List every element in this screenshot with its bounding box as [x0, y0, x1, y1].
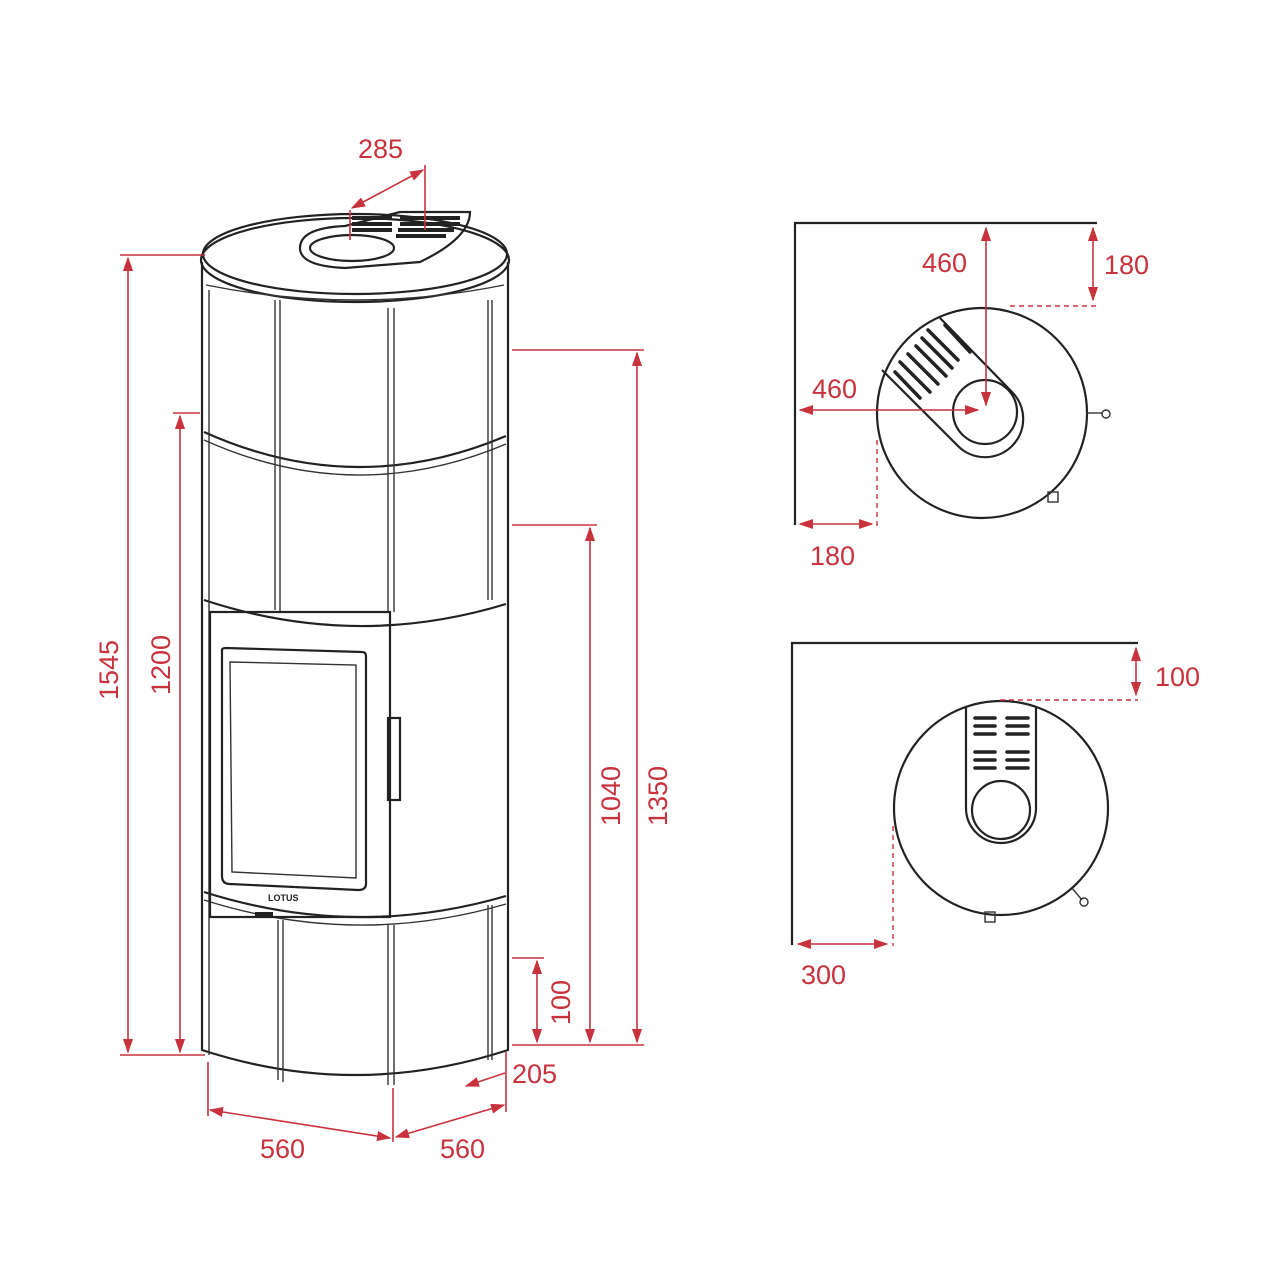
- stove-front-view: LOTUS: [199, 210, 511, 1085]
- dim-560-left-line: [208, 1107, 392, 1141]
- flue-collar: [308, 233, 396, 263]
- grille-plan-2: [973, 716, 1030, 770]
- brand-logo: LOTUS: [268, 893, 299, 903]
- panel-seam-1b: [203, 439, 507, 476]
- dim-560-left-label: 560: [260, 1134, 305, 1164]
- corner-install-plan: 460 460 180 180: [793, 221, 1149, 571]
- handle-knob-plan: [1101, 409, 1111, 419]
- flue-collar-plan: [951, 378, 1019, 446]
- panel-seam-3b: [203, 899, 507, 926]
- panel-seam-1: [203, 430, 507, 469]
- dim-100-back-label: 100: [1155, 662, 1200, 692]
- panel-seam-3: [203, 890, 507, 919]
- dim-100-label: 100: [546, 980, 576, 1025]
- flue-collar-plan-2: [970, 779, 1032, 841]
- panel-verticals-upper: [208, 290, 493, 1055]
- stove-door: [208, 610, 392, 919]
- dim-560-ext: [207, 1052, 507, 1142]
- door-handle: [386, 716, 402, 802]
- install-walls: [790, 641, 1138, 945]
- dim-300-side-label: 300: [801, 960, 846, 990]
- dim-285-label: 285: [358, 134, 403, 164]
- dim-205-label: 205: [512, 1059, 557, 1089]
- dim-1350-ext: [512, 349, 644, 1046]
- dim-285-ext: [349, 165, 426, 240]
- ash-lever: [255, 912, 273, 918]
- dim-1545-ext: [120, 254, 205, 1056]
- dim-180-back-label: 180: [1104, 250, 1149, 280]
- dim-460-back-label: 460: [922, 248, 967, 278]
- door-glass: [220, 646, 368, 892]
- top-band: [205, 284, 505, 301]
- stove-top-plate: [201, 212, 509, 296]
- flue-plate-plan-2: [964, 706, 1038, 845]
- grille-plan: [893, 323, 972, 400]
- dim-1200-label: 1200: [146, 635, 176, 695]
- dim-460-side-label: 460: [812, 374, 857, 404]
- dim-560-right-line: [394, 1103, 506, 1139]
- handle-plan-2: [1071, 887, 1083, 901]
- stove-plan-circle-2: [892, 699, 1110, 917]
- door-glass-inner: [229, 661, 357, 879]
- front-dimensions: 285 1545 1200 1350 1040 100 205 560 560: [94, 134, 673, 1164]
- handle-knob-plan-2: [1079, 897, 1089, 907]
- corner-walls: [793, 221, 1097, 525]
- dim-205-line: [464, 1072, 506, 1087]
- dim-285-line: [350, 169, 425, 209]
- dim-180-side-label: 180: [810, 541, 855, 571]
- wall-install-plan: 100 300: [790, 641, 1200, 990]
- flue-plate-plan: [881, 317, 1025, 459]
- stove-body-outline: [200, 262, 510, 1077]
- dim-1040-label: 1040: [596, 766, 626, 826]
- dim-1350-label: 1350: [643, 766, 673, 826]
- dim-1545-label: 1545: [94, 640, 124, 700]
- dim-560-right-label: 560: [440, 1134, 485, 1164]
- top-grille: [352, 216, 460, 238]
- panel-verticals-lower: [277, 905, 493, 1085]
- stove-plan-circle: [875, 306, 1089, 520]
- flue-outlet-plate: [298, 210, 472, 270]
- lever-plan: [1047, 491, 1059, 503]
- lever-plan-2: [984, 911, 996, 923]
